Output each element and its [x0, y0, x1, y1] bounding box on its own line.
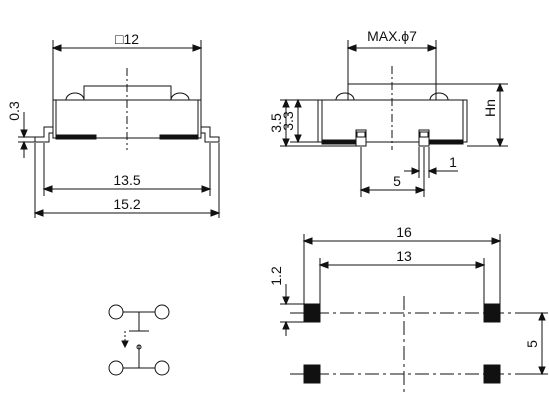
dim-pad-size: 1.2: [268, 266, 284, 286]
dim-pad-vertical: 5: [524, 340, 540, 348]
pad-top-right: [483, 303, 501, 323]
pad-bottom-right: [483, 364, 501, 384]
dim-pin-pitch: 5: [393, 173, 401, 189]
dim-height-hn: Hn: [482, 99, 498, 117]
switch-schematic-symbol: [108, 304, 170, 376]
dim-pin-width: 1: [449, 154, 457, 170]
dim-top-width: □12: [115, 31, 139, 47]
dim-width-15-2: 15.2: [113, 196, 140, 212]
pad-bottom-left: [303, 364, 321, 384]
side-view: [280, 40, 508, 197]
dim-max-diameter: MAX.ϕ7: [367, 28, 417, 44]
pcb-footprint: [280, 234, 548, 395]
dim-height-3-5: 3.5: [268, 113, 284, 133]
dim-pad-outer: 16: [396, 224, 412, 240]
dim-height-3-3: 3.3: [280, 111, 296, 131]
pad-top-left: [303, 303, 321, 323]
dim-pad-inner: 13: [396, 248, 412, 264]
front-view: [18, 40, 221, 218]
dim-width-13-5: 13.5: [113, 172, 140, 188]
dim-leg-height: 0.3: [6, 101, 22, 121]
